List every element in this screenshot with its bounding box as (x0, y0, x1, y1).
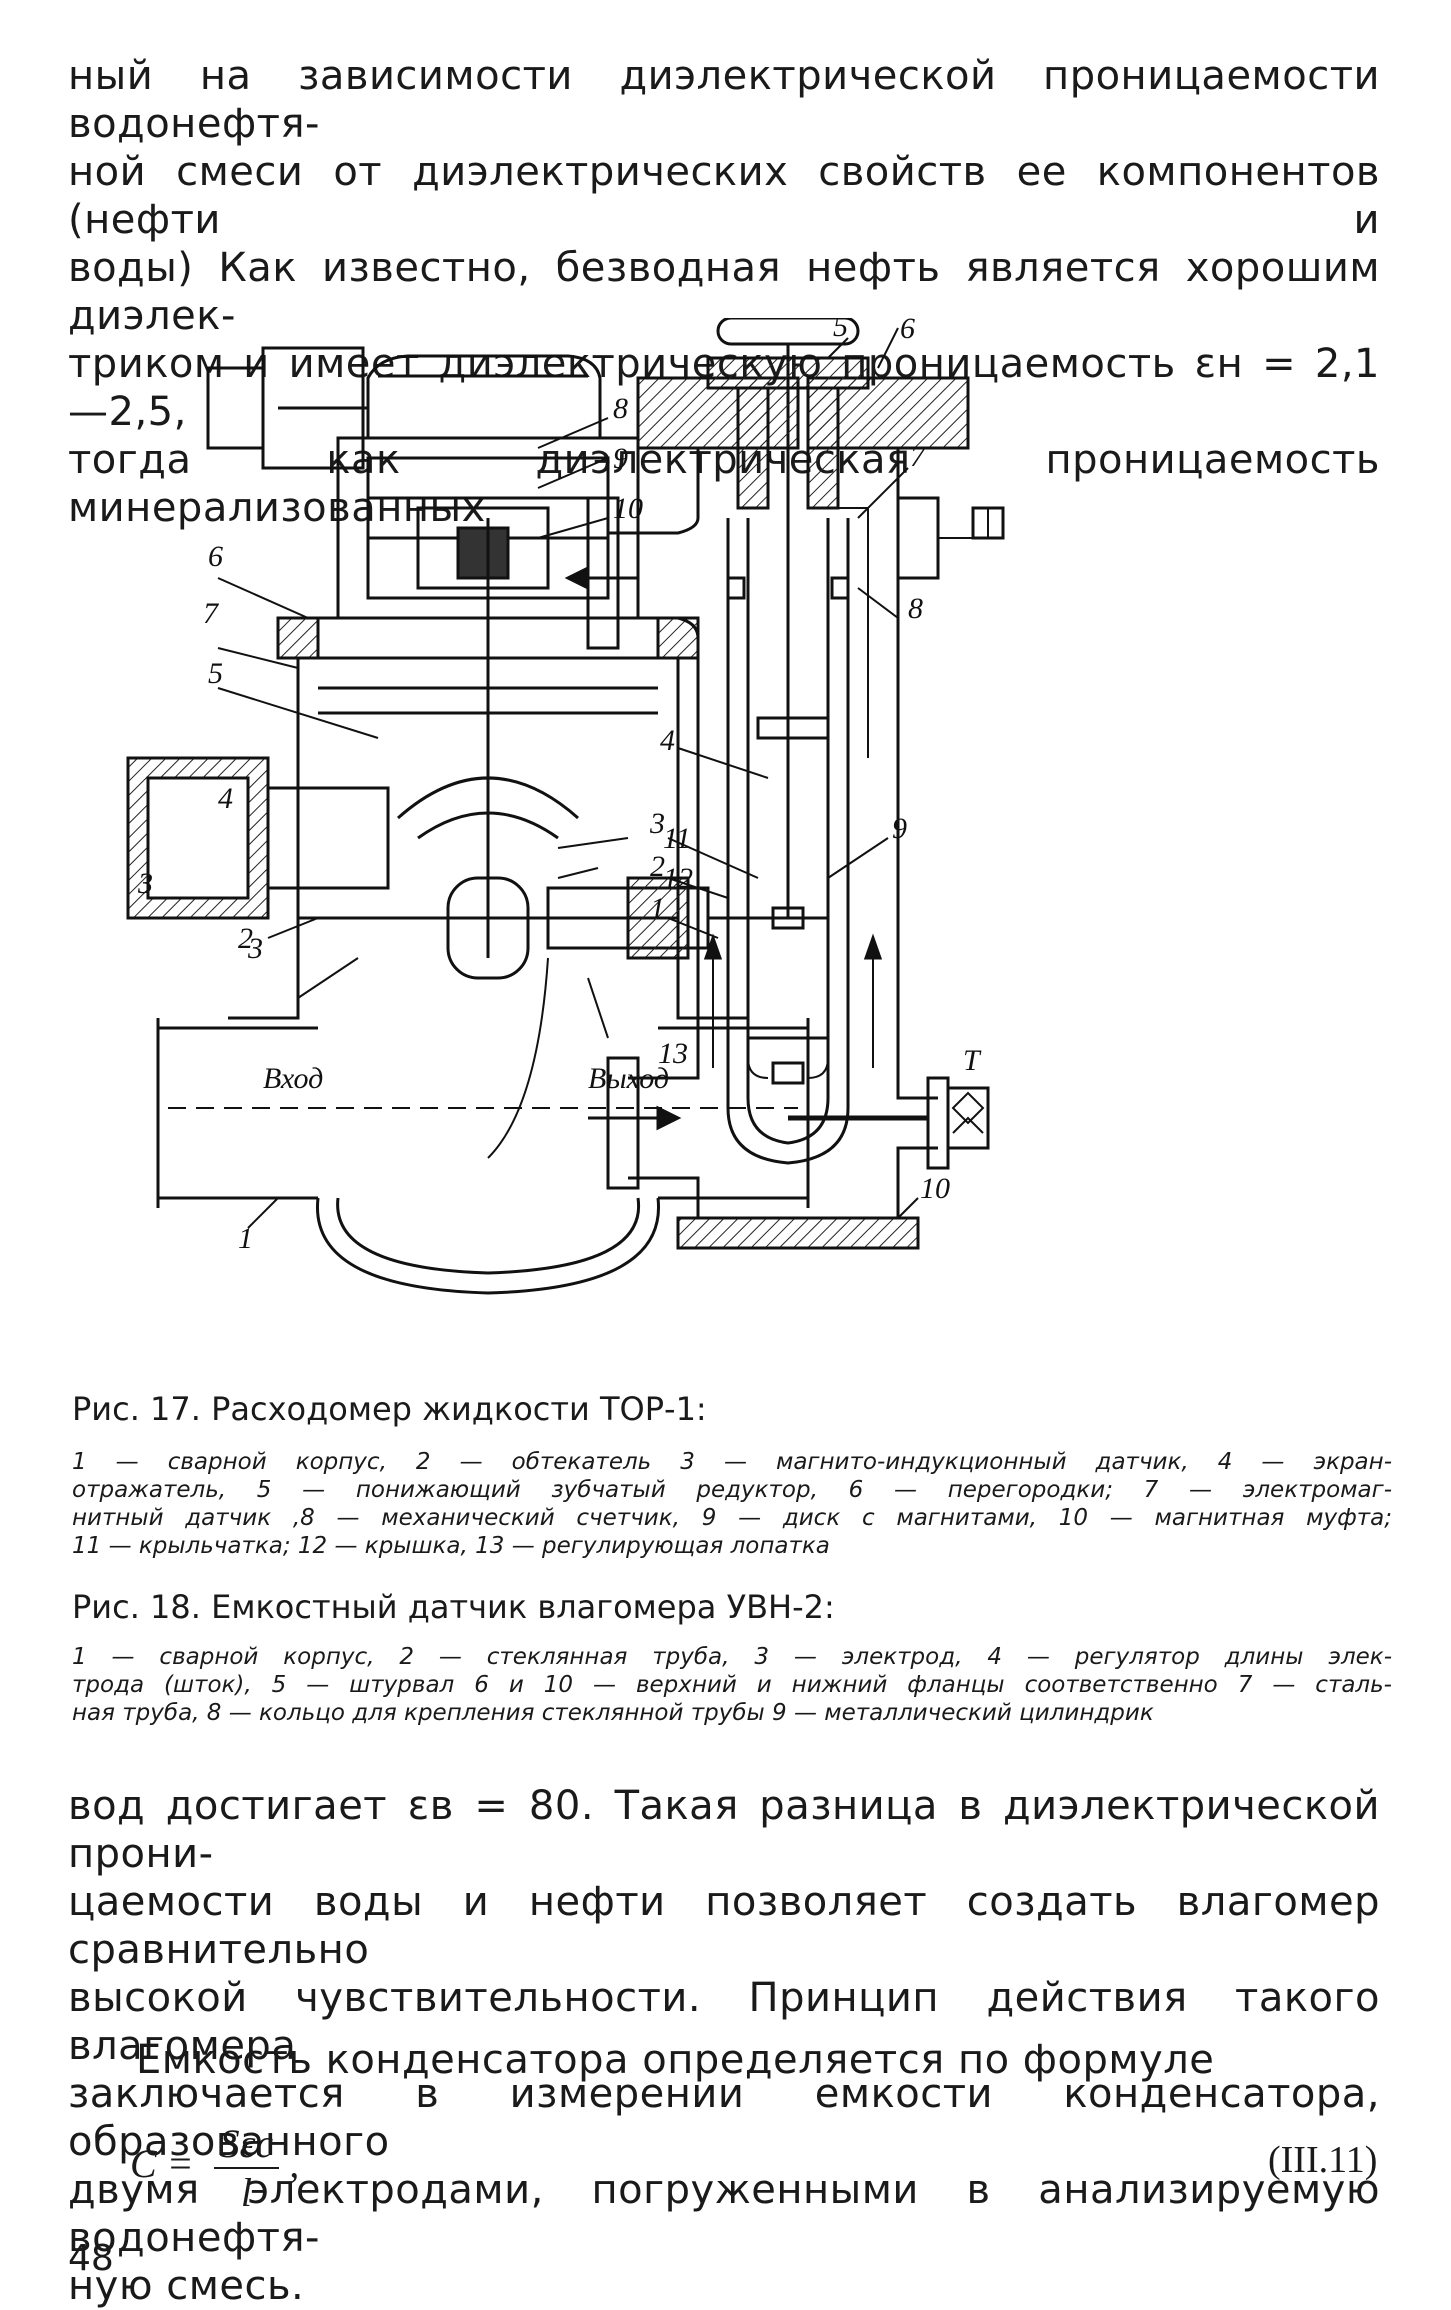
figure-18-caption: Рис. 18. Емкостный датчик влагомера УВН-… (72, 1588, 835, 1626)
legend-line: 11 — крыльчатка; 12 — крышка, 13 — регул… (72, 1533, 830, 1559)
fig17-label: 3 (247, 932, 263, 965)
fig17-label: 4 (218, 782, 233, 815)
figure-17-labels: 8 9 10 7 6 5 4 3 2 3 1 11 12 13 Вход Вых… (137, 392, 693, 1255)
formula-numerator: Sεc (213, 2120, 280, 2169)
fig17-label: 11 (663, 822, 691, 855)
paragraph-top: ный на зависимости диэлектрической прони… (68, 52, 1380, 532)
legend-line: ная труба, 8 — кольцо для крепления стек… (72, 1700, 1154, 1726)
fig17-label: 3 (137, 867, 153, 900)
text-line: двумя электродами, погруженными в анализ… (68, 2167, 1380, 2261)
fig18-label: 1 (650, 892, 665, 925)
fig18-label: 6 (900, 318, 915, 345)
legend-line: 1 — сварной корпус, 2 — стеклянная труба… (72, 1644, 1392, 1670)
fig17-label: 12 (663, 862, 693, 895)
legend-line: отражатель, 5 — понижающий зубчатый реду… (72, 1477, 1392, 1503)
page-number: 48 (68, 2238, 114, 2279)
equation-number: (III.11) (1268, 2139, 1378, 2181)
formula: C = Sεc l , (130, 2120, 299, 2216)
fig17-label: 6 (208, 540, 223, 573)
formula-intro: Емкость конденсатора определяется по фор… (136, 2036, 1336, 2084)
figures-area: 8 9 10 7 6 5 4 3 2 3 1 11 12 13 Вход Вых… (68, 310, 1378, 1378)
figure-17-legend: 1 — сварной корпус, 2 — обтекатель 3 — м… (72, 1448, 1392, 1560)
fig17-label: 13 (658, 1037, 688, 1070)
fig18-label: 5 (833, 318, 848, 343)
figure-17-flowmeter-drawing (126, 346, 810, 1295)
fig18-label: T (963, 1044, 982, 1077)
text-line: ной смеси от диэлектрических свойств ее … (68, 149, 1380, 243)
fig17-label: 5 (208, 657, 223, 690)
formula-lhs: C = (130, 2141, 194, 2187)
text-line: ный на зависимости диэлектрической прони… (68, 53, 1380, 147)
formula-denominator: l (240, 2170, 252, 2215)
fig18-label: 3 (649, 807, 665, 840)
fig18-label: 10 (920, 1172, 950, 1205)
fig17-label: 1 (238, 1222, 253, 1255)
fig18-label: 2 (650, 850, 665, 883)
technical-drawings: 8 9 10 7 6 5 4 3 2 3 1 11 12 13 Вход Вых… (126, 310, 1005, 1295)
inlet-label: Вход (263, 1062, 323, 1095)
formula-comma: , (289, 2141, 300, 2187)
text-line: Емкость конденсатора определяется по фор… (136, 2037, 1215, 2083)
figure-17-caption: Рис. 17. Расходомер жидкости ТОР-1: (72, 1390, 707, 1428)
fig18-label: 7 (910, 440, 927, 473)
text-line: ную смесь. (68, 2263, 305, 2309)
fig18-label: 4 (660, 724, 675, 757)
fig18-label: 9 (892, 812, 907, 845)
fig17-label: 8 (613, 392, 628, 425)
text-line: цаемости воды и нефти позволяет создать … (68, 1879, 1380, 1973)
formula-fraction: Sεc l (213, 2120, 280, 2216)
text-line: высокой чувствительности. Принцип действ… (68, 1975, 1380, 2069)
paragraph-bottom: вод достигает εв = 80. Такая разница в д… (68, 1782, 1380, 2310)
text-line: заключается в измерении емкости конденса… (68, 2071, 1380, 2165)
figure-18-legend: 1 — сварной корпус, 2 — стеклянная труба… (72, 1643, 1392, 1727)
figure-18-labels: 5 6 7 8 4 3 2 1 9 10 T (649, 310, 982, 1205)
legend-line: нитный датчик ,8 — механический счетчик,… (72, 1505, 1392, 1531)
figure-18-sensor-drawing (564, 316, 1005, 1250)
fig17-label: 7 (203, 597, 220, 630)
text-line: вод достигает εв = 80. Такая разница в д… (68, 1783, 1380, 1877)
text-line: воды) Как известно, безводная нефть явля… (68, 245, 1380, 339)
fig17-label: 2 (238, 922, 253, 955)
fig18-label: 8 (908, 592, 923, 625)
fig17-label: 9 (613, 442, 628, 475)
legend-line: трода (шток), 5 — штурвал 6 и 10 — верхн… (72, 1672, 1392, 1698)
legend-line: 1 — сварной корпус, 2 — обтекатель 3 — м… (72, 1449, 1392, 1475)
